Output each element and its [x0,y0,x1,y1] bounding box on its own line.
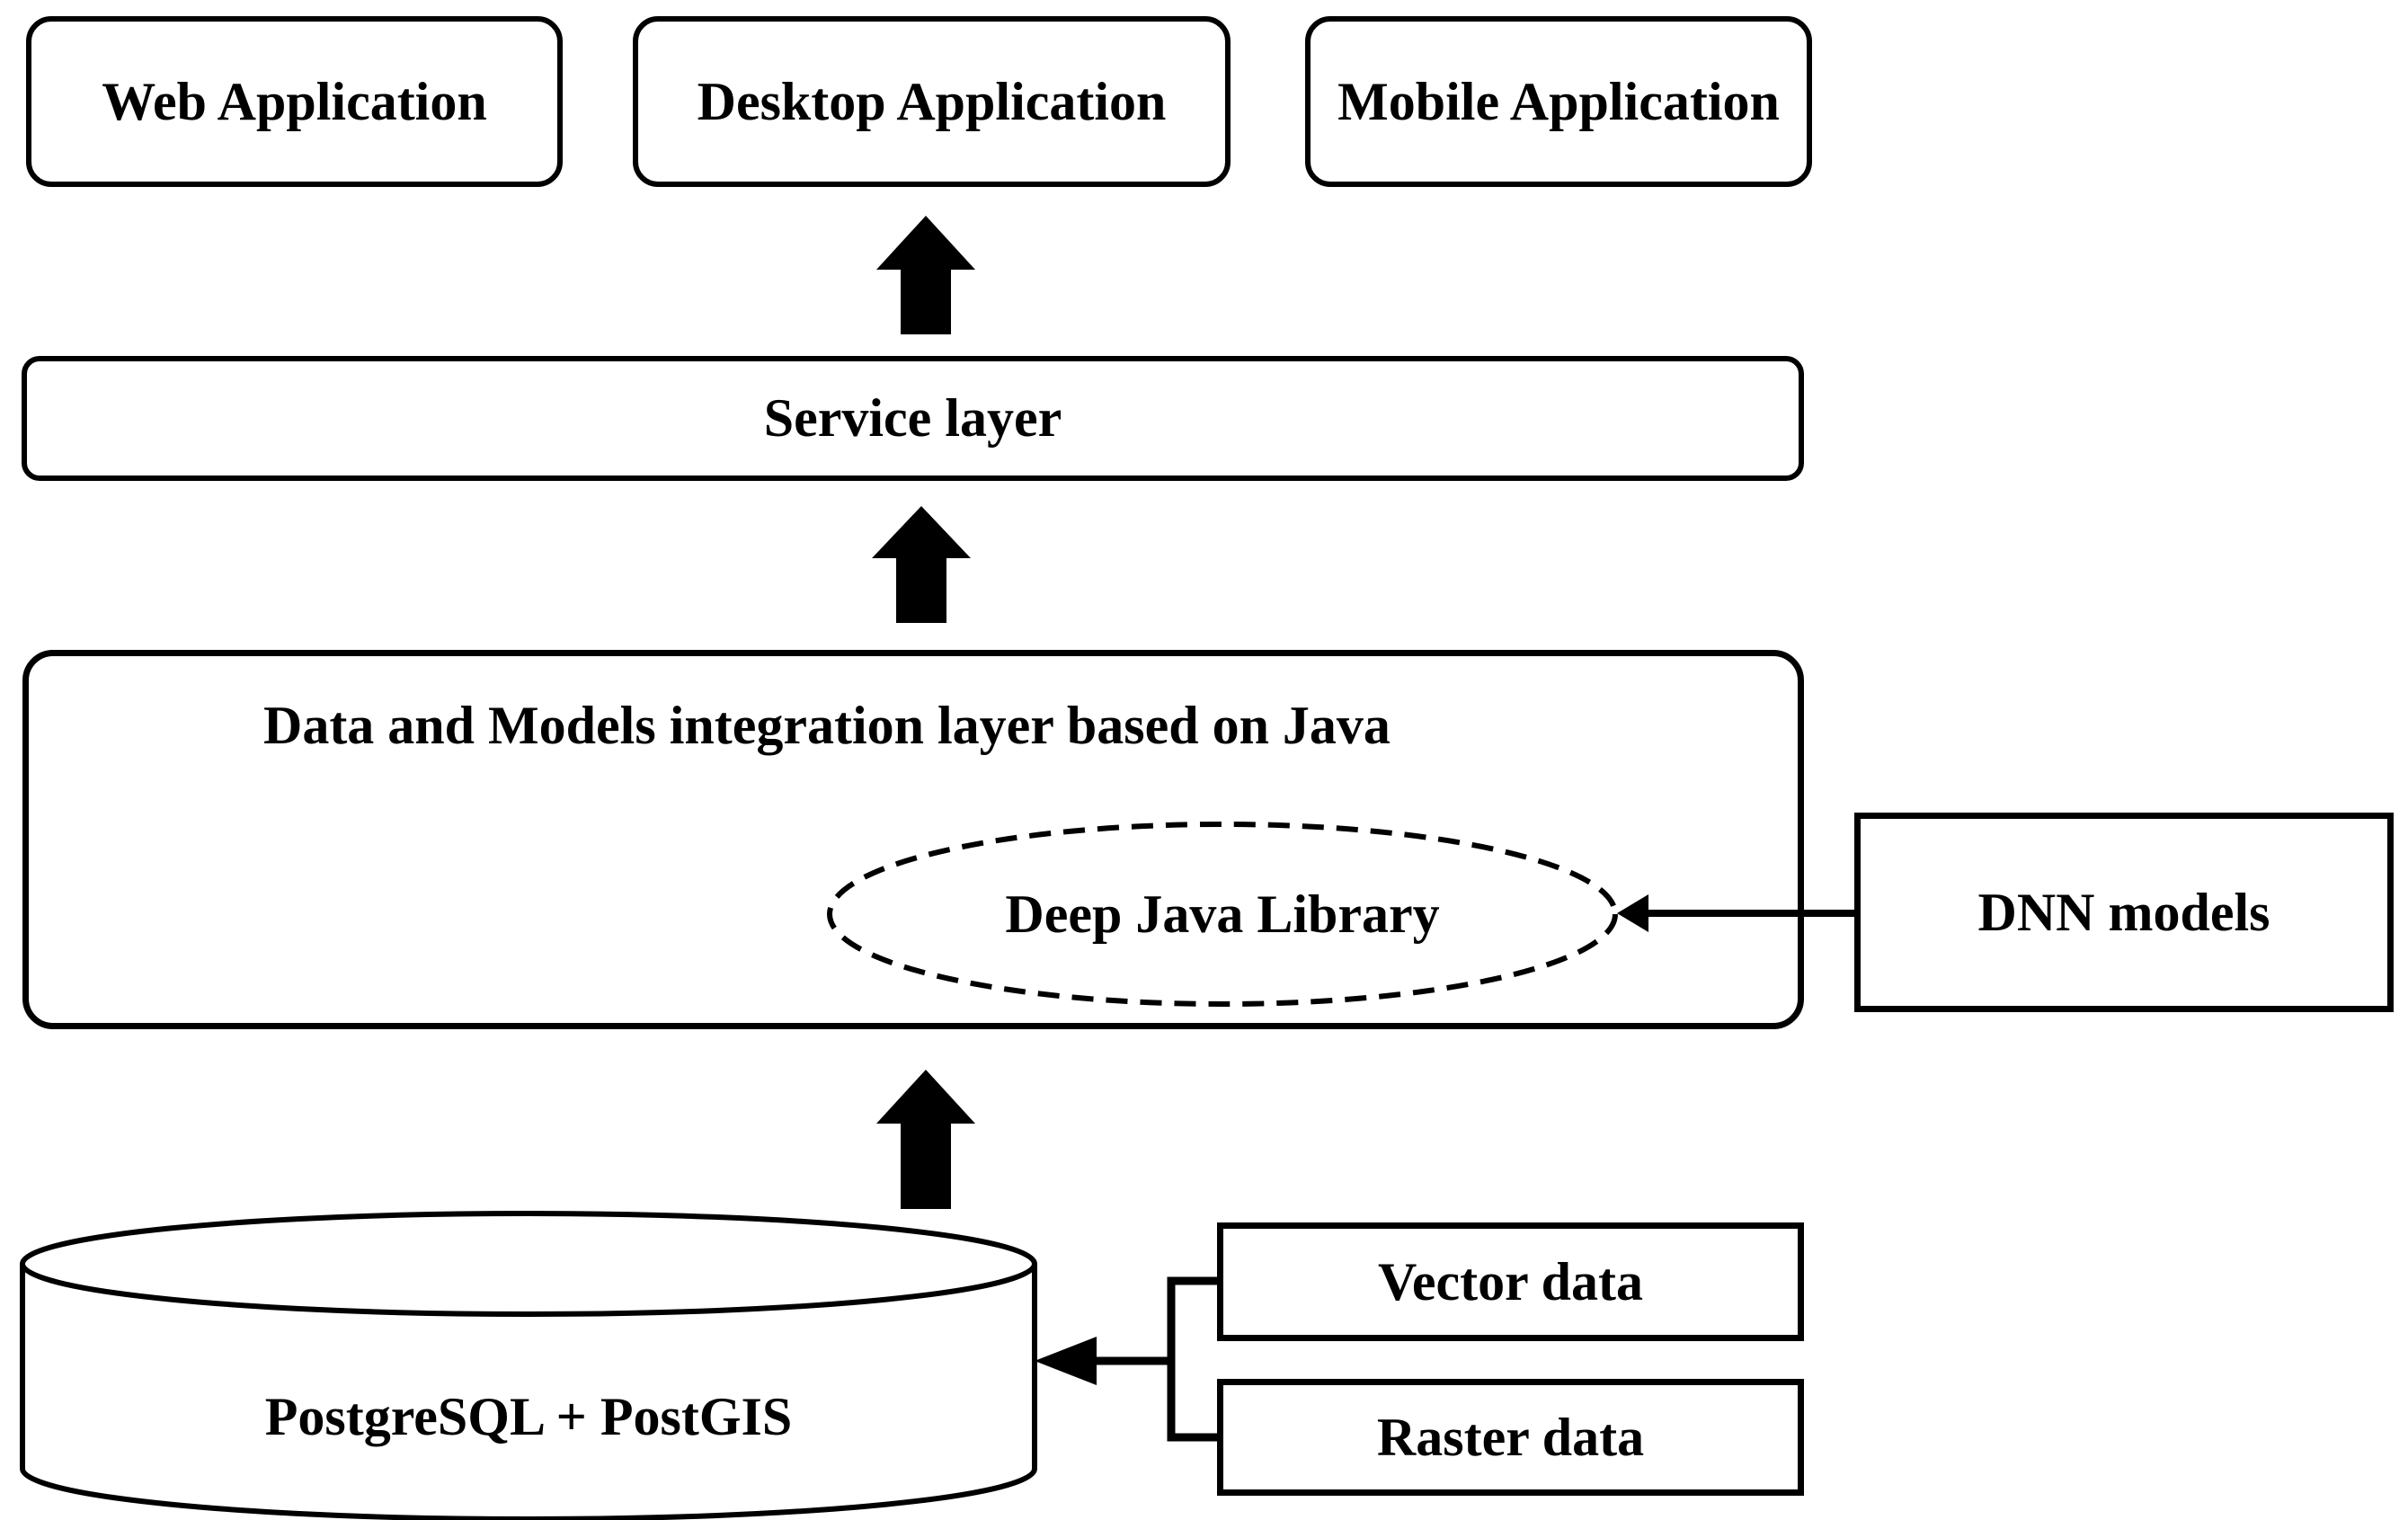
arrow-dnn-head-left [1617,894,1648,932]
service-layer-box: Service layer [22,356,1804,481]
deep-java-library-label: Deep Java Library [1005,884,1440,944]
up-arrow-service-to-apps [876,216,975,334]
dnn-models-box: DNN models [1854,813,2394,1012]
mobile-application-label: Mobile Application [1337,71,1780,131]
web-application-box: Web Application [26,16,563,187]
desktop-application-box: Desktop Application [633,16,1231,187]
raster-data-label: Raster data [1376,1407,1645,1467]
mobile-application-box: Mobile Application [1305,16,1812,187]
arrow-dnn-to-djl [1617,894,1854,932]
up-arrow-integration-to-service [872,506,971,623]
integration-layer-box [22,650,1804,1029]
vector-data-label: Vector data [1378,1251,1643,1311]
dnn-models-label: DNN models [1977,882,2270,942]
bracket-vector-raster [1035,1276,1217,1442]
up-arrow-database-to-integration [876,1070,975,1209]
database-cylinder [20,1211,1037,1520]
desktop-application-label: Desktop Application [697,71,1167,131]
database-label: PostgreSQL + PostGIS [264,1386,793,1446]
cylinder-top [20,1211,1037,1317]
vector-data-box: Vector data [1217,1222,1804,1341]
service-layer-label: Service layer [763,388,1062,448]
deep-java-library-ellipse [827,822,1618,1007]
raster-data-box: Raster data [1217,1379,1804,1496]
integration-layer-label: Data and Models integration layer based … [263,696,1391,755]
bracket-path [1167,1276,1217,1442]
cylinder-body [20,1264,1037,1520]
bracket-arrow-head-left [1035,1337,1097,1385]
web-application-label: Web Application [102,71,487,131]
